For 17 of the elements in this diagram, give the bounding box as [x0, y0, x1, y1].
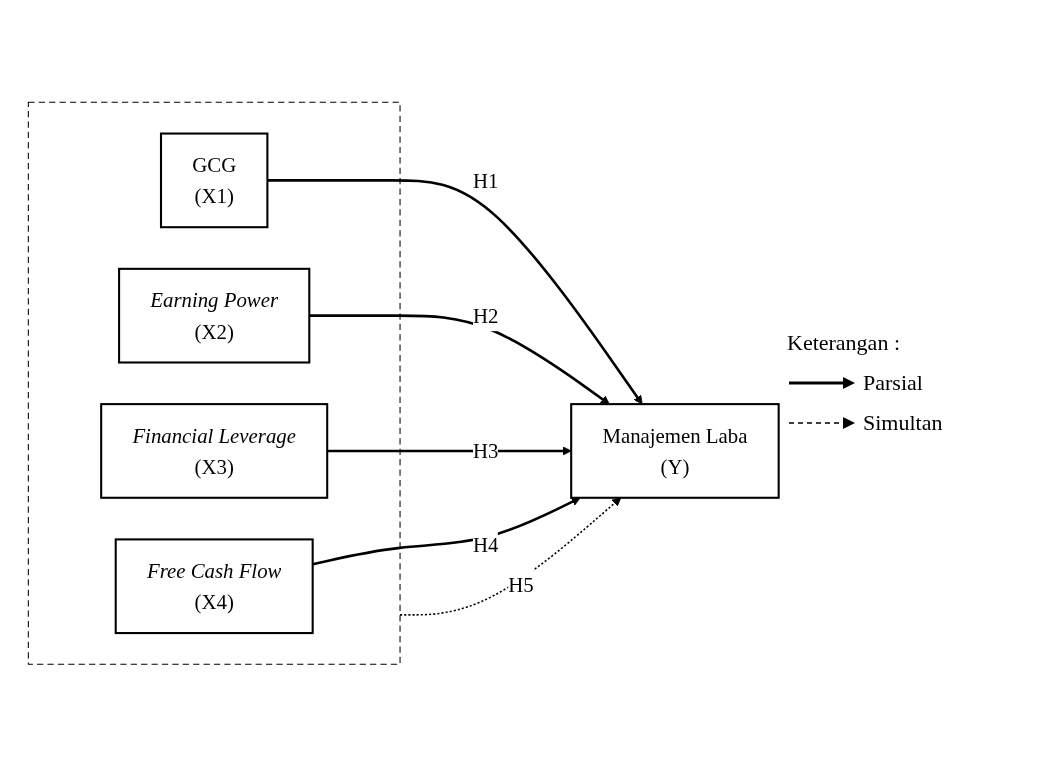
legend-heading: Keterangan :: [787, 330, 901, 356]
node-box: Free Cash Flow (X4): [114, 538, 314, 634]
edge-label: H5: [508, 572, 534, 596]
node-box: Manajemen Laba (Y): [570, 402, 780, 499]
node-box: Financial Leverage (X3): [100, 402, 329, 499]
edge-label: H1: [472, 168, 499, 192]
arrow: [327, 446, 572, 456]
arrow: [312, 497, 581, 566]
legend-label: Parsial: [863, 370, 923, 396]
edge-label: H2: [472, 303, 499, 327]
node-box: Earning Power (X2): [118, 267, 311, 364]
cluster: [27, 101, 401, 665]
legend-label: Simultan: [863, 410, 943, 436]
node-box: GCG (X1): [159, 132, 269, 228]
edge-label: H3: [472, 439, 499, 463]
arrow: [399, 497, 622, 616]
edge-label: H4: [472, 532, 499, 556]
